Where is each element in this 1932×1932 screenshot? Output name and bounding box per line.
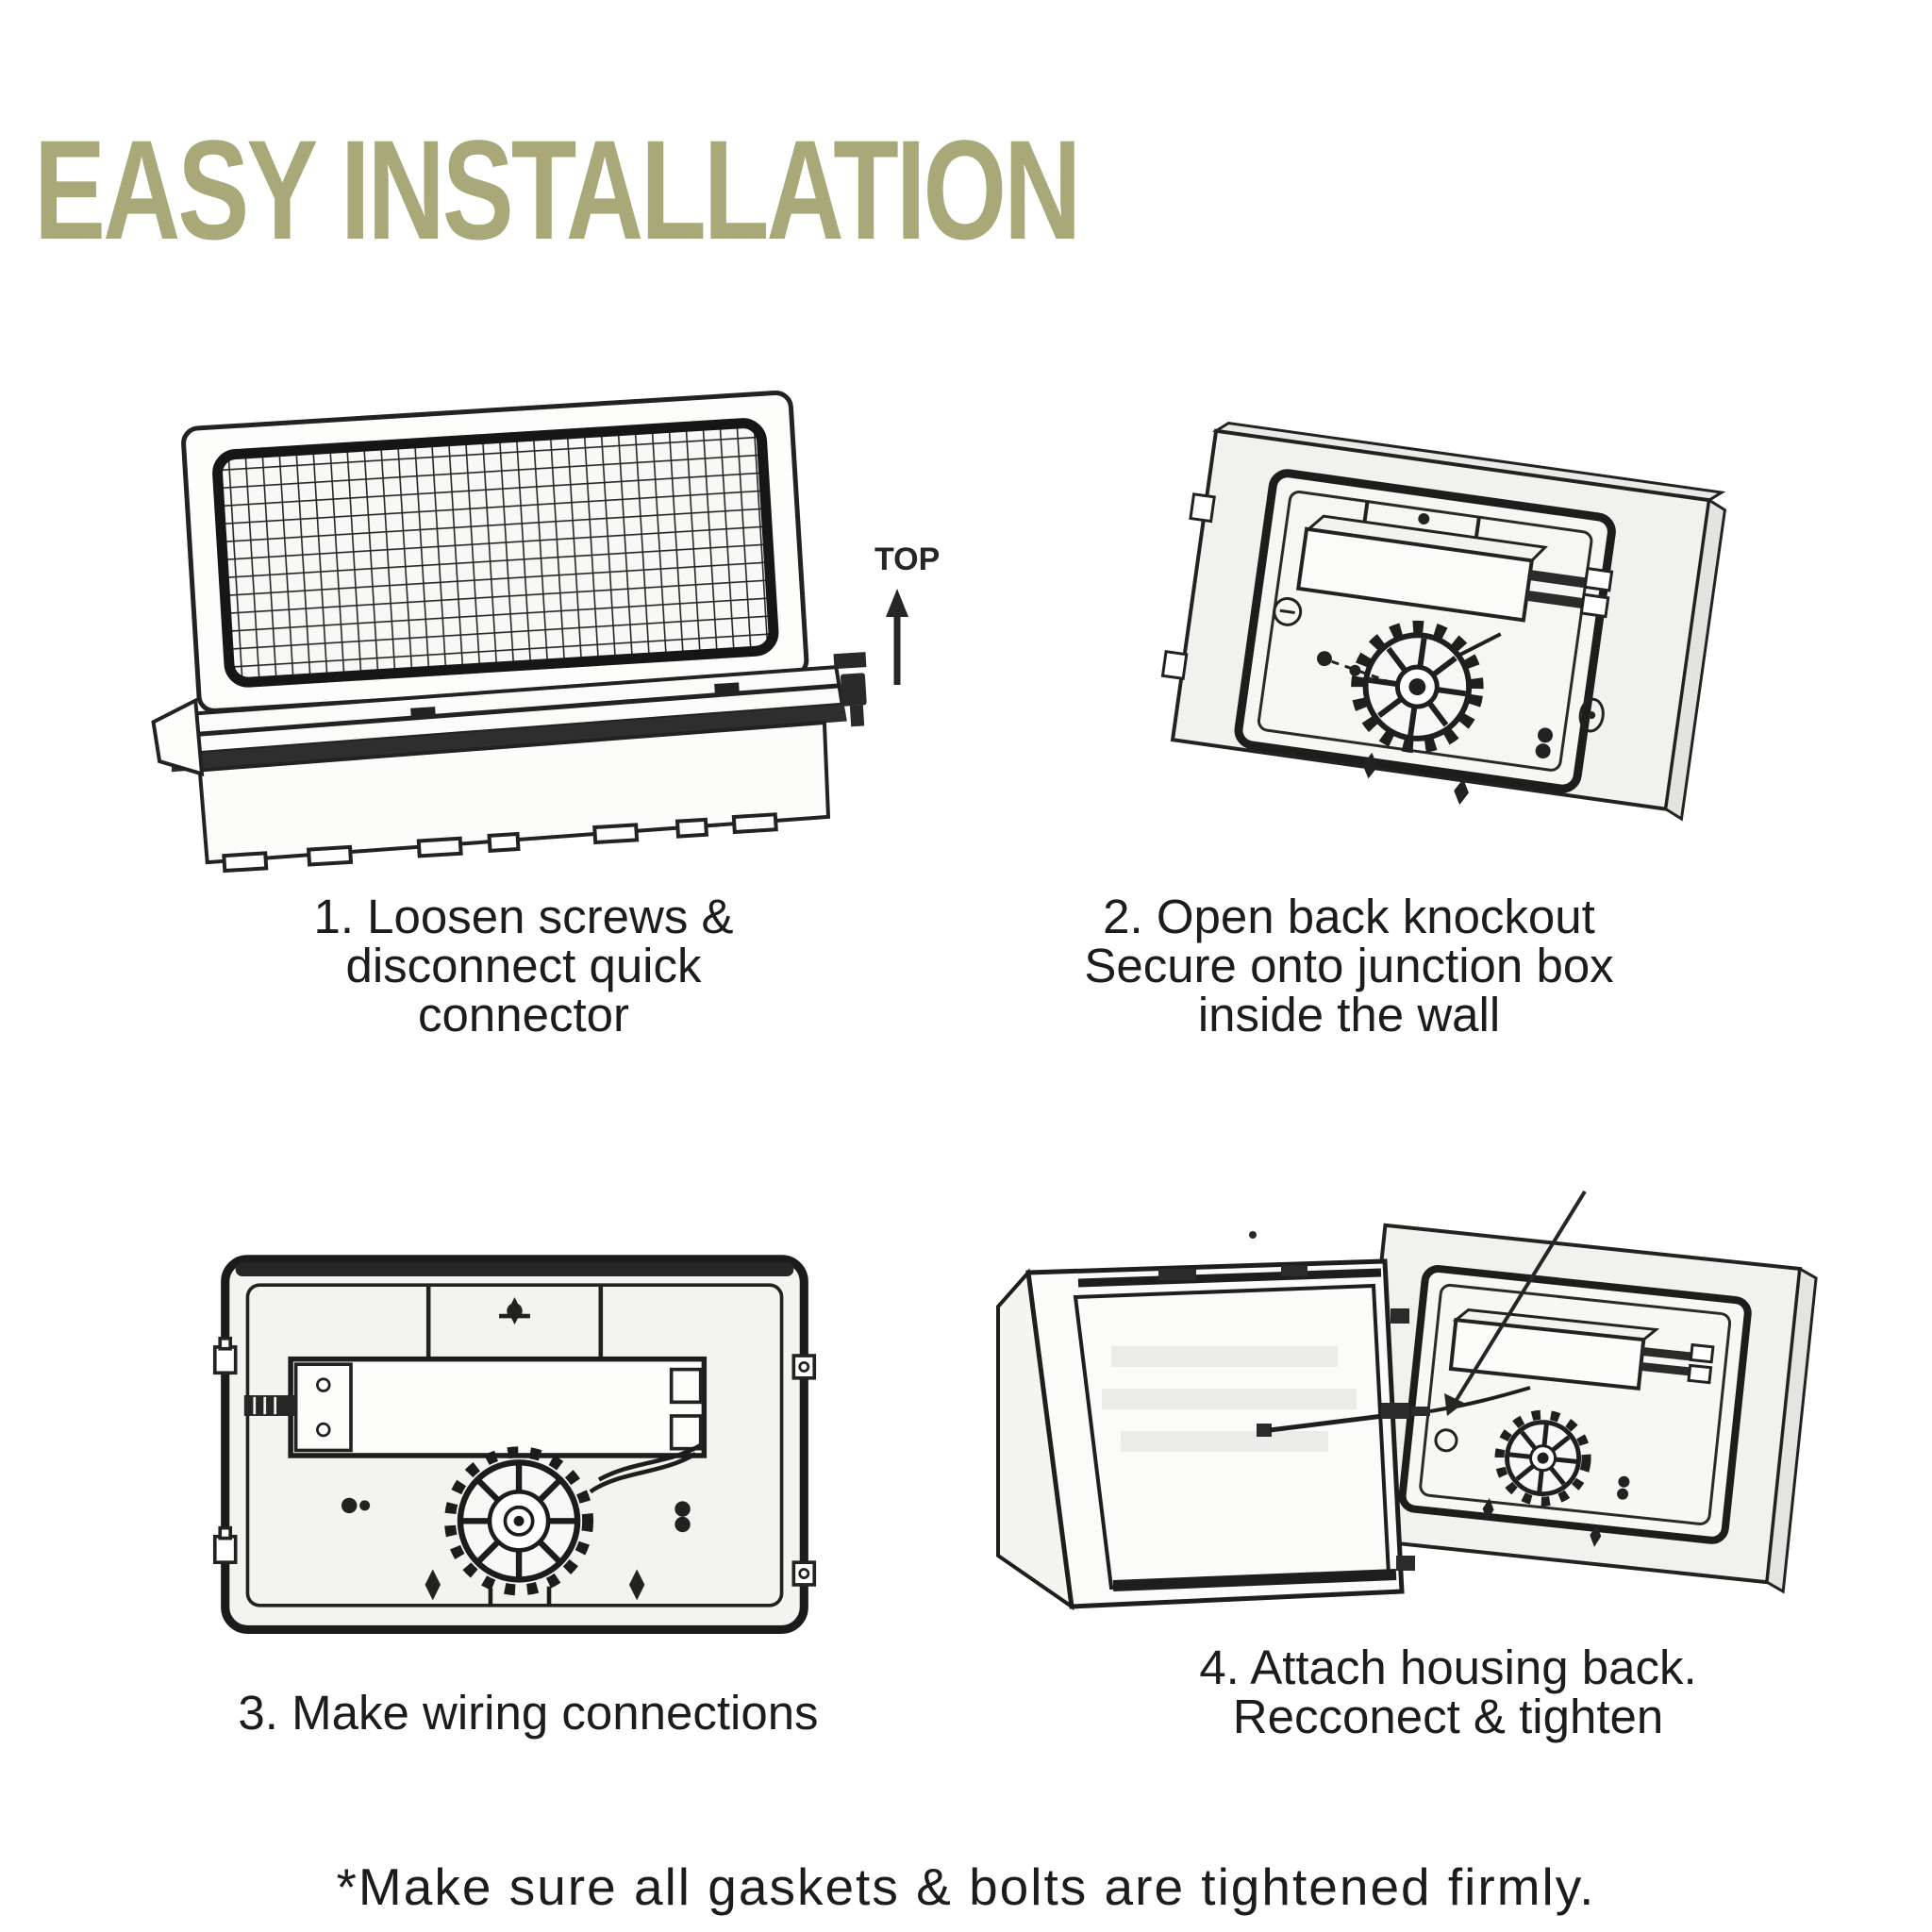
side-wedge (151, 697, 205, 777)
caption-line: 2. Open back knockout (1103, 890, 1595, 943)
step2-illustration (1143, 411, 1762, 881)
side-tabs (212, 1336, 817, 1587)
wires (589, 1443, 702, 1494)
driver-box (1295, 526, 1535, 623)
step4-illustration (970, 1185, 1838, 1649)
attach-housing-icon (996, 1190, 1818, 1611)
mounting-feet (222, 812, 778, 874)
fixture-body (151, 390, 867, 874)
lip-band (171, 704, 847, 773)
grille (212, 418, 779, 688)
door-top-rail (1077, 1268, 1382, 1288)
hinge-pin (1391, 1308, 1409, 1324)
quick-connector (1257, 1386, 1531, 1437)
footnote: *Make sure all gaskets & bolts are tight… (336, 1857, 1596, 1916)
wall-pack-fixture-icon: TOP (151, 390, 940, 874)
knockout-wheel (1494, 1409, 1591, 1507)
top-direction-arrow (886, 589, 908, 685)
pointer-arrow (1444, 1190, 1587, 1416)
caption-line: Secure onto junction box (1084, 939, 1614, 992)
scan-ghosting (1102, 1346, 1357, 1452)
top-orientation-label: TOP (874, 541, 940, 577)
step4-caption: 4. Attach housing back. Recconect & tigh… (1118, 1643, 1778, 1741)
wiring-connections-icon (212, 1255, 817, 1634)
caption-line: Recconect & tighten (1232, 1690, 1664, 1743)
caption-line: 3. Make wiring connections (238, 1686, 819, 1740)
knockout-wheel (1351, 620, 1502, 754)
caption-line: disconnect quick (345, 939, 702, 992)
step1-caption: 1. Loosen screws & disconnect quick conn… (236, 892, 811, 1040)
page-title: EASY INSTALLATION (34, 110, 1081, 269)
caption-line: connector (418, 988, 629, 1041)
side-screw (833, 652, 867, 727)
driver-box (288, 1356, 708, 1458)
step3-illustration (206, 1247, 824, 1643)
top-bolt (499, 1296, 530, 1325)
open-fixture-door (996, 1258, 1415, 1611)
step3-caption: 3. Make wiring connections (160, 1689, 896, 1738)
door-bottom-rail (1112, 1569, 1397, 1591)
caption-line: inside the wall (1197, 988, 1501, 1041)
wall-side-edge (1765, 1266, 1818, 1594)
step2-caption: 2. Open back knockout Secure onto juncti… (1019, 892, 1679, 1040)
bottom-housing (197, 720, 831, 865)
caption-line: 4. Attach housing back. (1199, 1641, 1697, 1694)
knockout-wheel (444, 1446, 594, 1606)
hinge-pin (1396, 1556, 1415, 1571)
caption-line: 1. Loosen screws & (313, 890, 734, 943)
mount-tab (1160, 649, 1189, 681)
wall-side-edge (1664, 497, 1727, 822)
step1-illustration: TOP (137, 360, 953, 877)
connector-rod (243, 1395, 298, 1416)
print-speck (1249, 1231, 1257, 1239)
mount-tab (1189, 492, 1216, 524)
back-housing-on-wall-icon (1160, 421, 1727, 822)
